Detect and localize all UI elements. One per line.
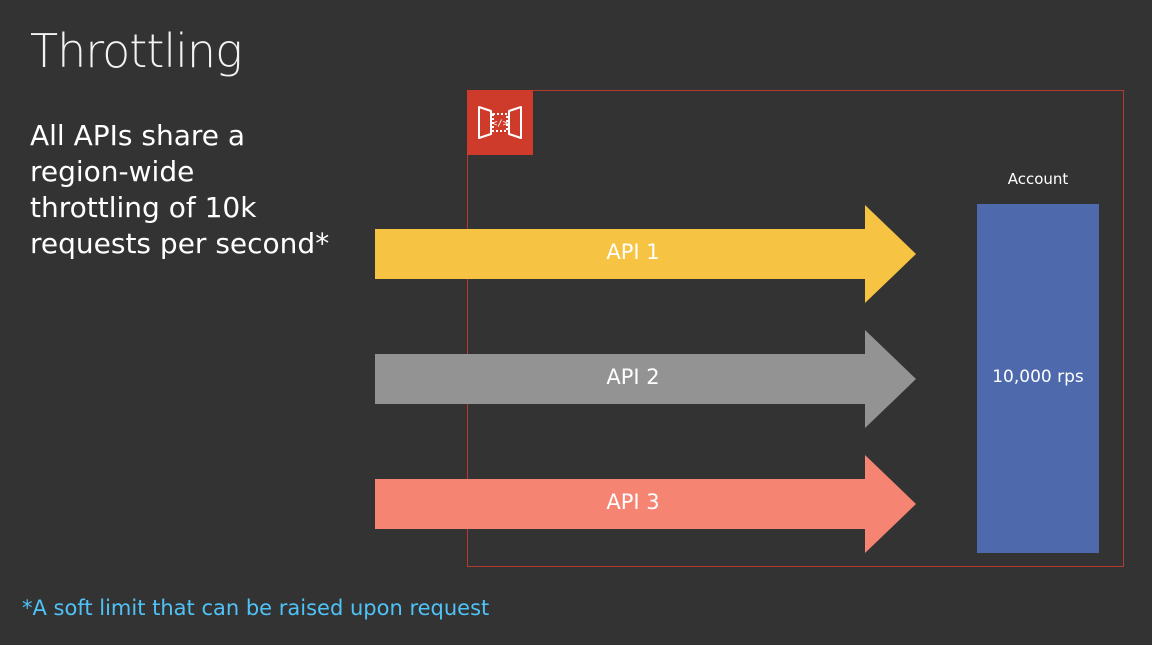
api-3-arrow-shape xyxy=(375,455,916,553)
account-label: Account xyxy=(1007,170,1069,188)
body-line: All APIs share a xyxy=(30,119,246,152)
api-1-arrow: API 1 xyxy=(375,205,916,303)
api-2-label: API 2 xyxy=(606,365,660,389)
api-3-arrow: API 3 xyxy=(375,455,916,553)
svg-text:</>: </> xyxy=(492,119,509,129)
api-gateway-icon: </> xyxy=(467,90,533,155)
account-rate-value: 10,000 rps xyxy=(992,367,1084,387)
api-1-arrow-shape xyxy=(375,205,916,303)
body-line: requests per second* xyxy=(30,227,330,260)
api-2-arrow-shape xyxy=(375,330,916,428)
api-3-label: API 3 xyxy=(606,490,660,514)
account-bar: 10,000 rps xyxy=(977,204,1099,553)
slide-title: Throttling xyxy=(30,24,243,78)
api-2-arrow: API 2 xyxy=(375,330,916,428)
body-text: All APIs share a region-wide throttling … xyxy=(30,118,360,262)
footnote: *A soft limit that can be raised upon re… xyxy=(22,596,490,620)
body-line: region-wide xyxy=(30,155,195,188)
api-gateway-frame xyxy=(467,90,1124,567)
api-1-label: API 1 xyxy=(606,240,660,264)
body-line: throttling of 10k xyxy=(30,191,257,224)
